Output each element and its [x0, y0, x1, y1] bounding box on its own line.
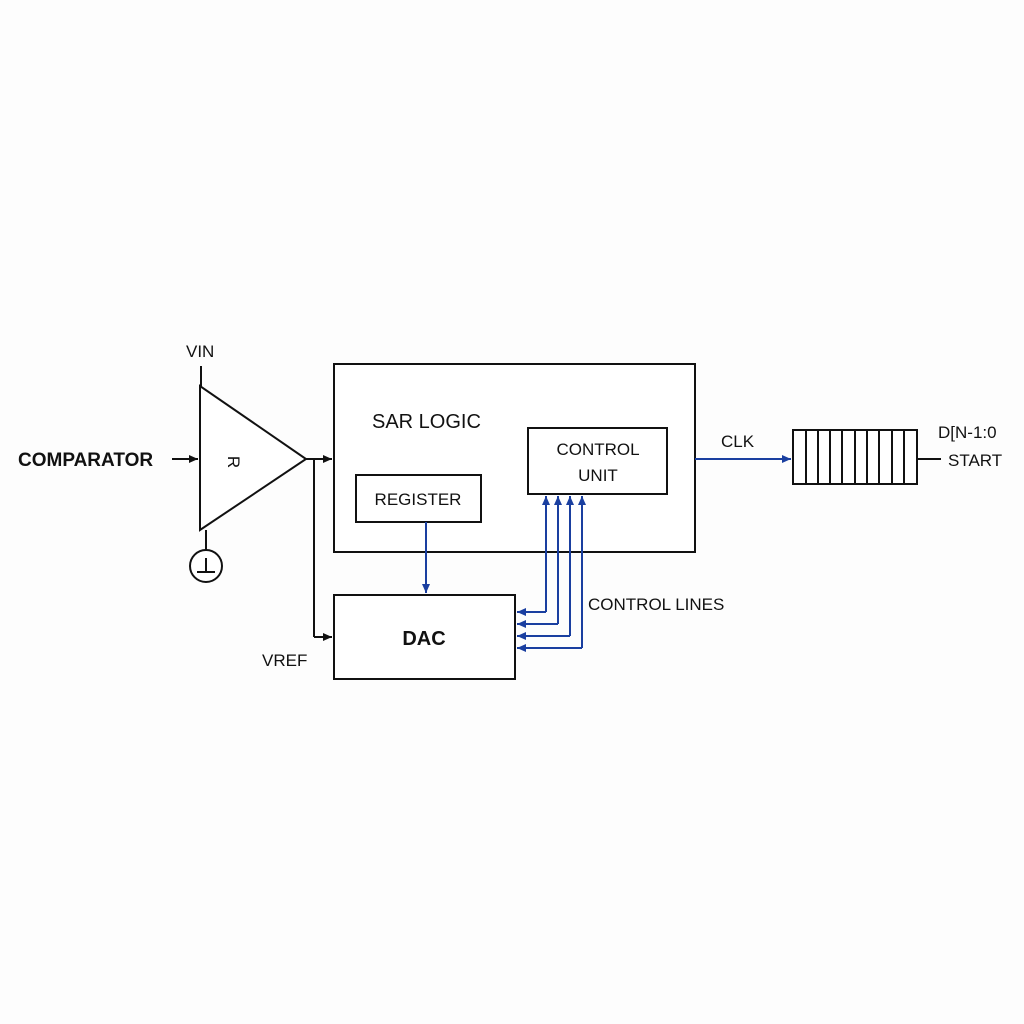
register-block	[355, 474, 482, 523]
comparator-label: COMPARATOR	[18, 450, 153, 471]
ground-icon	[189, 549, 223, 583]
vref-label: VREF	[262, 651, 307, 670]
control-line	[517, 496, 574, 640]
control-lines-label: CONTROL LINES	[588, 595, 724, 614]
comparator-symbol-label: R	[224, 456, 243, 468]
dac-label: DAC	[402, 628, 445, 650]
shift-register-icon	[792, 429, 918, 485]
sar-logic-title: SAR LOGIC	[372, 411, 481, 433]
control-unit-label-line1: CONTROL	[556, 440, 639, 459]
control-line	[517, 496, 550, 616]
control-line	[517, 496, 586, 652]
data-out-label: D[N-1:0	[938, 423, 997, 442]
comparator-triangle-icon	[199, 384, 308, 532]
start-label: START	[948, 451, 1002, 470]
vin-label: VIN	[186, 342, 214, 361]
control-unit-label-line2: UNIT	[578, 466, 618, 485]
control-unit-block	[527, 427, 668, 495]
control-line	[517, 496, 562, 628]
dac-block	[333, 594, 516, 680]
clk-label: CLK	[721, 432, 755, 451]
control-lines-bus	[517, 496, 586, 652]
register-label: REGISTER	[375, 490, 462, 509]
